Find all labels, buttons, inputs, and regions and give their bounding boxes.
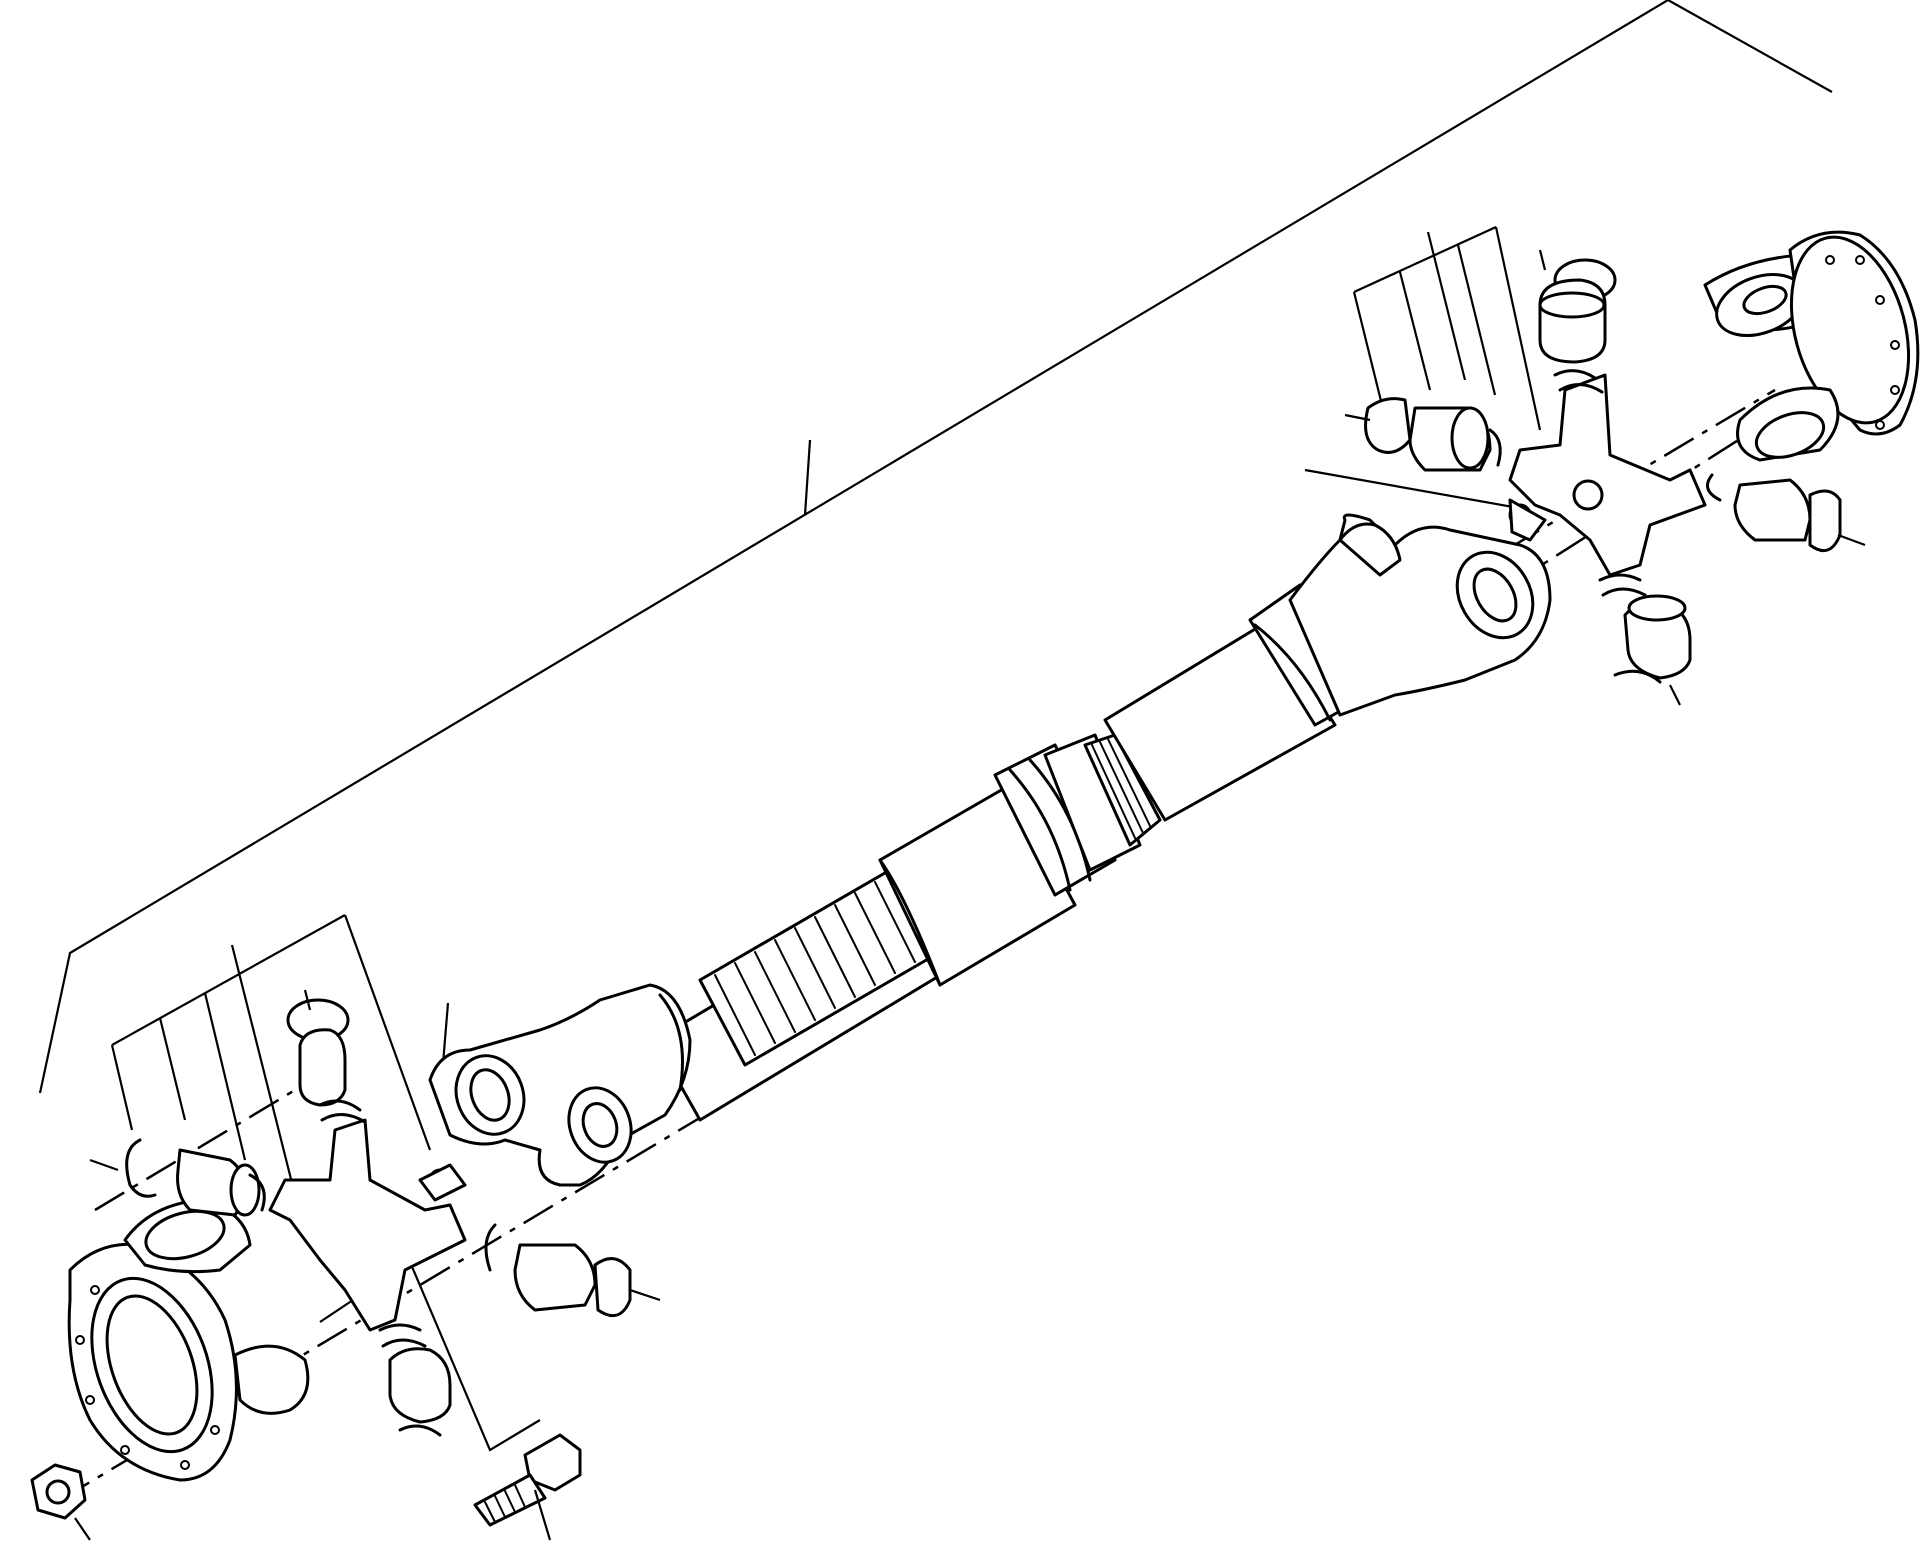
right-bearing-cup-top — [1538, 258, 1617, 394]
left-bearing-cup-left — [125, 1138, 266, 1217]
callout-ticks — [74, 249, 1866, 1541]
right-universal-joint-cross — [1508, 373, 1707, 577]
drive-shaft-tube — [653, 583, 1362, 1122]
right-bearing-cup-bottom — [1598, 573, 1692, 684]
left-bearing-cup-right — [484, 1223, 632, 1318]
spline-teeth — [714, 881, 916, 1056]
left-yoke-flange — [67, 1198, 310, 1482]
right-shaft-yoke — [1288, 513, 1552, 717]
right-bearing-cup-right — [1706, 473, 1842, 553]
left-flange-bolt-holes — [75, 1285, 220, 1470]
hex-nut — [30, 1463, 87, 1520]
left-universal-joint-cross — [268, 1118, 467, 1332]
right-flange-bolt-holes — [1825, 255, 1900, 430]
left-bearing-cup-top — [286, 998, 367, 1124]
right-bearing-cup-left — [1364, 397, 1502, 472]
group-bracket-lines — [38, 0, 1833, 1452]
collar-teeth — [1091, 738, 1152, 839]
bolt-thread — [484, 1484, 526, 1523]
left-bearing-cup-bottom — [378, 1323, 452, 1437]
right-yoke-flange — [1703, 230, 1920, 462]
left-shaft-yoke — [428, 983, 692, 1187]
hex-bolt — [473, 1433, 582, 1527]
